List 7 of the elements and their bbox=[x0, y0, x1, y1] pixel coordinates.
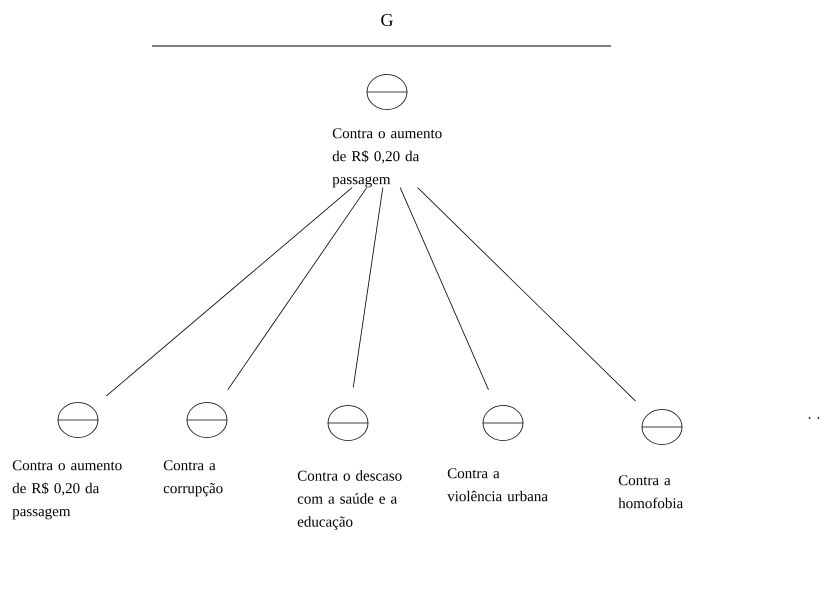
connector-line bbox=[106, 187, 353, 396]
connector-line bbox=[400, 187, 489, 390]
connector-line bbox=[417, 187, 636, 402]
connector-line bbox=[352, 187, 384, 388]
ellipsis: . . bbox=[808, 417, 820, 419]
connector-line bbox=[227, 187, 368, 390]
title: G bbox=[381, 14, 393, 26]
